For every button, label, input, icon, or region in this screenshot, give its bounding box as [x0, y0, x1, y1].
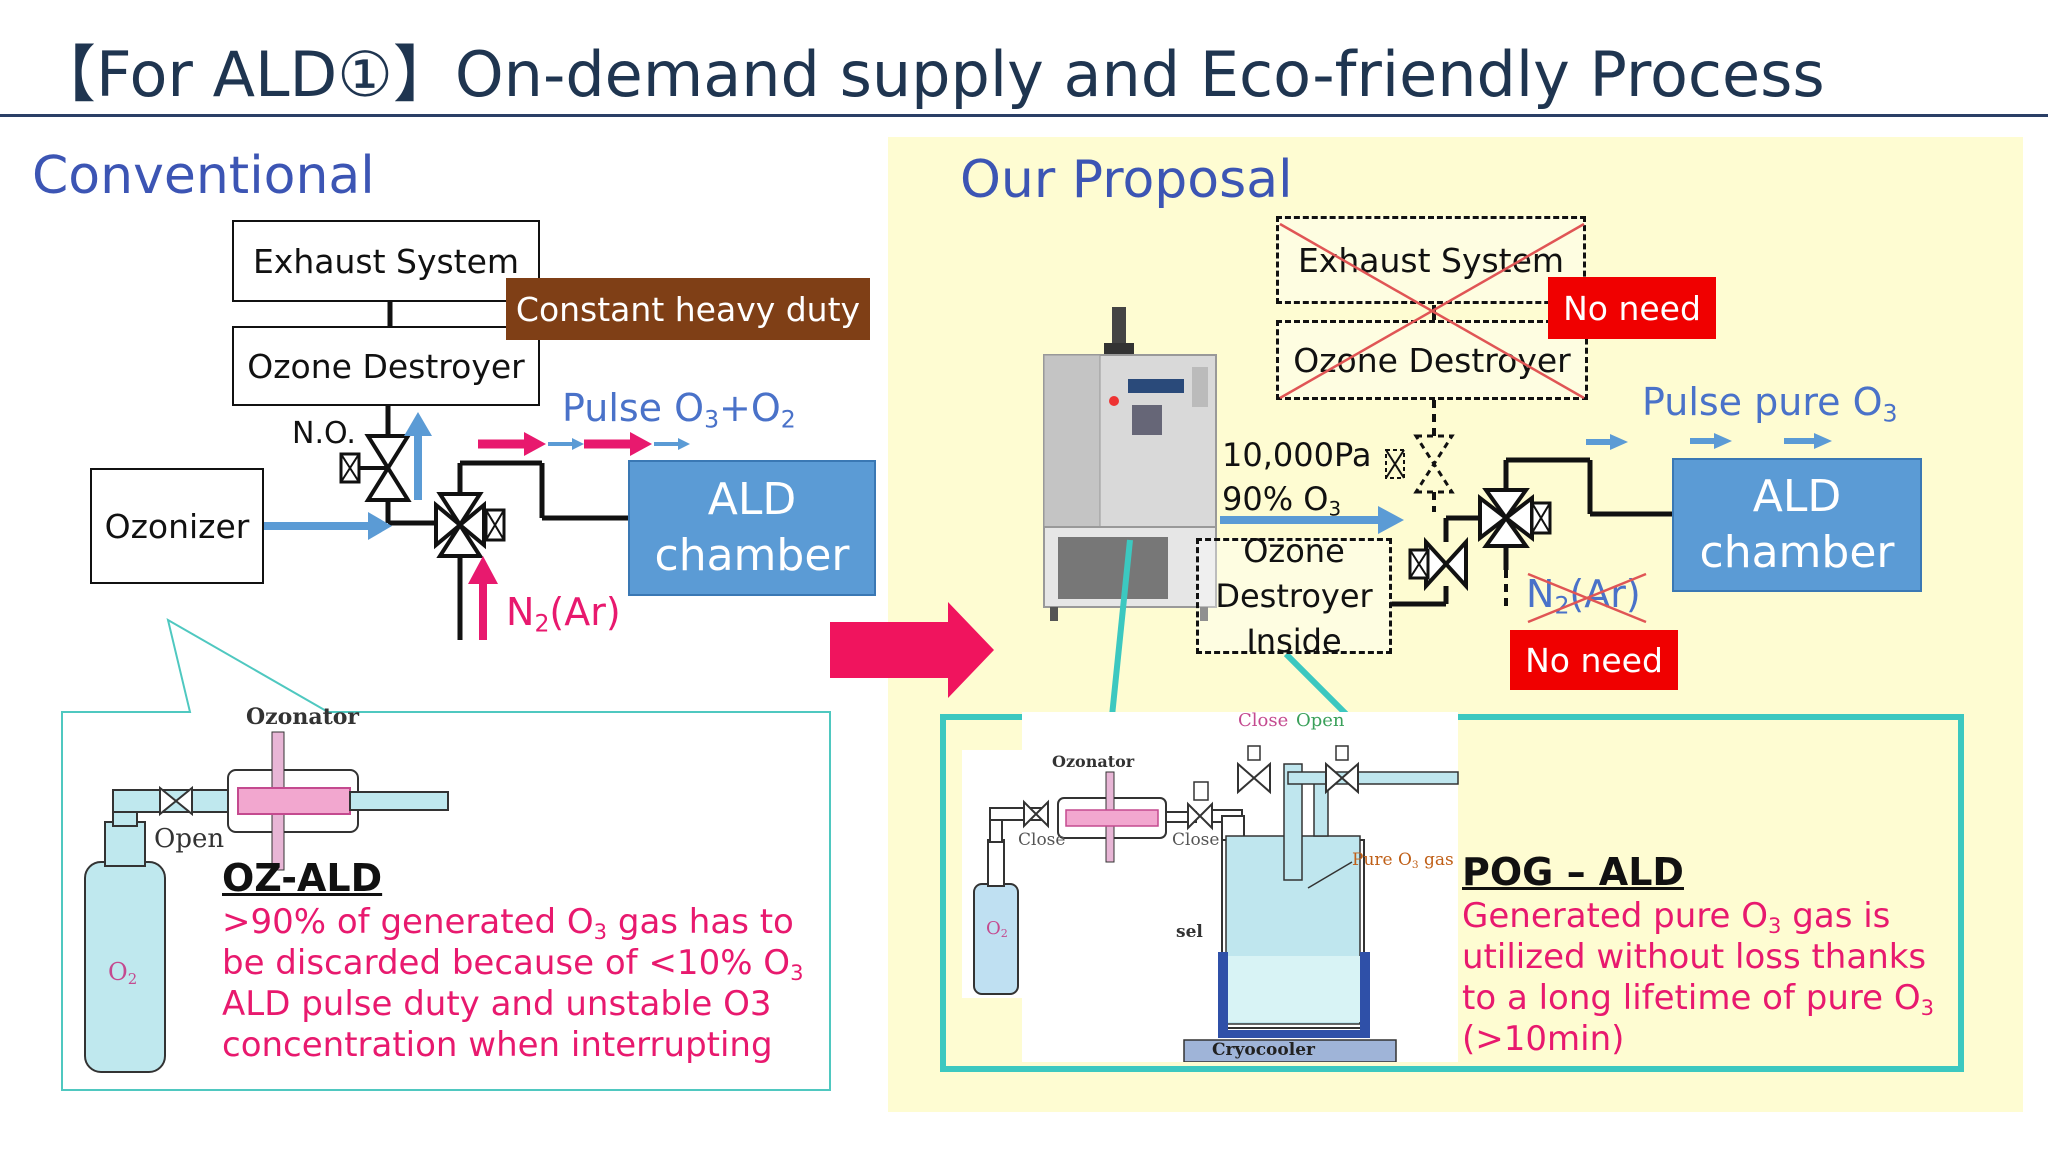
pog-close-label-1: Close	[1018, 830, 1066, 850]
oz-ald-line-4: concentration when interrupting	[222, 1025, 773, 1065]
oz-ald-heading: OZ-ALD	[222, 856, 383, 900]
ozonizer-box: Ozonizer	[90, 468, 264, 584]
pog-o2-label: O2	[986, 918, 1008, 941]
proposal-ozone-destroyer: Ozone Destroyer	[1276, 320, 1588, 400]
no-need-tag-2: No need	[1510, 630, 1678, 690]
ozonator-illustration-left	[84, 731, 449, 1073]
conventional-ozone-destroyer: Ozone Destroyer	[232, 326, 540, 406]
conventional-pulse-label: Pulse O3+O2	[562, 386, 796, 434]
constant-heavy-duty-tag: Constant heavy duty	[506, 278, 870, 340]
pog-open-label: Open	[1296, 710, 1345, 731]
open-label-left: Open	[154, 824, 225, 854]
oz-ald-line-2: be discarded because of <10% O3	[222, 943, 804, 985]
n2-strike	[1527, 572, 1647, 624]
ozonator-label-left: Ozonator	[246, 704, 360, 730]
conventional-n2-label: N2(Ar)	[506, 590, 621, 638]
proposal-pulse-label: Pulse pure O3	[1642, 380, 1898, 428]
proposal-label: Our Proposal	[960, 150, 1293, 210]
pog-ozonator-illustration	[973, 745, 1459, 1062]
pog-sel-label: sel	[1176, 922, 1203, 942]
page-title: 【For ALD①】On-demand supply and Eco-frien…	[34, 38, 1825, 111]
oz-ald-line-3: ALD pulse duty and unstable O3	[222, 984, 772, 1024]
pressure-label: 10,000Pa	[1222, 436, 1372, 474]
no-need-tag-1: No need	[1548, 277, 1716, 339]
cryocooler-label: Cryocooler	[1212, 1040, 1315, 1060]
unneeded-cross	[1279, 222, 1585, 400]
pog-ald-line-3: to a long lifetime of pure O3	[1462, 978, 1935, 1020]
normally-open-label: N.O.	[292, 416, 356, 451]
o2-bottle-label-left: O2	[108, 958, 138, 989]
title-divider	[0, 114, 2048, 117]
oz-ald-line-1: >90% of generated O3 gas has to	[222, 902, 794, 944]
pog-ald-heading: POG – ALD	[1462, 850, 1684, 894]
pog-close-label-3: Close	[1238, 710, 1289, 731]
transition-arrow	[830, 602, 994, 698]
pog-ald-line-4: (>10min)	[1462, 1019, 1625, 1059]
pog-close-label-2: Close	[1172, 830, 1220, 850]
conventional-label: Conventional	[32, 146, 375, 206]
pog-ald-line-1: Generated pure O3 gas is	[1462, 896, 1891, 938]
proposal-exhaust-system: Exhaust System	[1276, 216, 1586, 304]
pog-ozonator-label: Ozonator	[1052, 752, 1135, 771]
pog-pure-o3-label: Pure O3 gas	[1352, 850, 1454, 871]
purity-label: 90% O3	[1222, 480, 1342, 521]
pog-ald-line-2: utilized without loss thanks	[1462, 937, 1927, 977]
conventional-exhaust-system: Exhaust System	[232, 220, 540, 302]
